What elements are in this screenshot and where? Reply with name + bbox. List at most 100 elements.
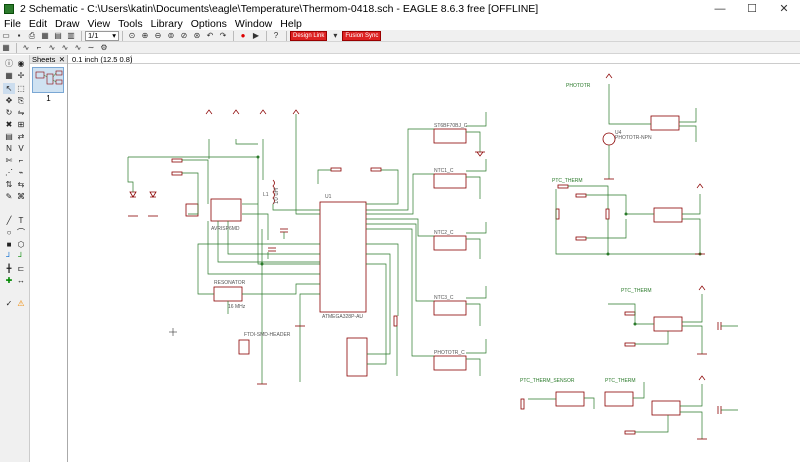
zoom-select-icon[interactable]: ⊚ — [167, 31, 175, 40]
value-icon[interactable]: V — [18, 144, 24, 153]
sheet-thumbnail[interactable] — [32, 67, 64, 93]
menu-draw[interactable]: Draw — [55, 17, 80, 30]
undo-icon[interactable]: ↶ — [206, 31, 214, 40]
close-button[interactable]: ✕ — [779, 3, 789, 15]
erc-icon[interactable]: ✓ — [5, 299, 13, 308]
add-icon[interactable]: ⊞ — [17, 120, 25, 129]
print-icon[interactable]: ⎙ — [28, 30, 36, 40]
menu-file[interactable]: File — [4, 17, 21, 30]
menu-options[interactable]: Options — [190, 17, 227, 30]
select-icon[interactable]: ↖ — [3, 83, 15, 94]
save-icon[interactable]: ▪ — [17, 31, 21, 40]
redraw-icon[interactable]: ⊛ — [193, 31, 201, 40]
zoom-fit-icon[interactable]: ⊙ — [128, 31, 136, 40]
net-wire — [679, 108, 697, 123]
net-wire — [207, 221, 320, 275]
design-link-button[interactable]: Design Link — [290, 30, 328, 41]
redo-icon[interactable]: ↷ — [219, 31, 227, 40]
zoom-out-icon[interactable]: ⊖ — [154, 31, 162, 40]
dimension-icon[interactable]: ↔ — [17, 276, 25, 285]
stop-icon[interactable]: ● — [240, 31, 246, 40]
attribute-icon[interactable]: ✚ — [5, 276, 13, 285]
command-input[interactable] — [132, 55, 800, 64]
menu-tools[interactable]: Tools — [118, 17, 143, 30]
menu-library[interactable]: Library — [150, 17, 183, 30]
schematic-icon[interactable]: ▥ — [67, 31, 75, 40]
maximize-button[interactable]: ☐ — [747, 3, 757, 15]
move-icon[interactable]: ✥ — [5, 96, 13, 105]
group-icon[interactable]: ⬚ — [17, 84, 25, 93]
go-icon[interactable]: ▶ — [252, 31, 260, 40]
menu-view[interactable]: View — [87, 17, 111, 30]
board-icon[interactable]: ▤ — [54, 31, 62, 40]
zoom-last-icon[interactable]: ⊘ — [180, 31, 188, 40]
smash-icon[interactable]: ✄ — [5, 156, 13, 165]
label-icon[interactable]: ⊏ — [17, 264, 25, 273]
copy-icon[interactable]: ⎘ — [17, 95, 25, 105]
resistor-r11 — [520, 398, 525, 410]
conn-phototr-label: PHOTOTR_C — [434, 350, 465, 356]
dropdown-arrow-icon[interactable]: ▾ — [333, 31, 338, 40]
info-icon[interactable]: ⓘ — [5, 59, 13, 68]
rectangle-icon[interactable]: ■ — [6, 240, 12, 249]
net-wire — [242, 213, 269, 240]
layer-icon[interactable]: ▦ — [5, 71, 13, 80]
minimize-button[interactable]: — — [714, 2, 726, 15]
menu-help[interactable]: Help — [280, 17, 302, 30]
net-wire — [466, 238, 481, 259]
polygon-icon[interactable]: ⬡ — [17, 240, 25, 249]
menu-bar: File Edit Draw View Tools Library Option… — [0, 17, 800, 30]
schematic-canvas[interactable]: U1 ATMEGA328P-AU AVRISP6MD RESONATOR 16 … — [68, 64, 800, 462]
change-icon[interactable]: ✎ — [5, 192, 13, 201]
miter-icon[interactable]: ∿ — [61, 43, 69, 52]
text-icon[interactable]: T — [18, 216, 24, 225]
gate-swap-icon[interactable]: ⇅ — [5, 180, 13, 189]
net-icon[interactable]: ┘ — [18, 252, 24, 261]
replace-icon[interactable]: ⇄ — [17, 132, 25, 141]
fusion-sync-button[interactable]: Fusion Sync — [342, 30, 382, 41]
delete-icon[interactable]: ✖ — [5, 120, 13, 129]
resistor-r7 — [575, 236, 587, 241]
warning-icon[interactable]: ⚠ — [17, 299, 25, 308]
miter-tool-icon[interactable]: ⌐ — [18, 156, 24, 165]
wire-icon[interactable]: ╱ — [6, 216, 12, 225]
command-bar: 0.1 inch (12.5 0.8) — [68, 54, 800, 64]
circle-icon[interactable]: ○ — [6, 228, 12, 237]
line-icon[interactable]: ∼ — [87, 43, 95, 52]
paste-icon[interactable]: ▤ — [5, 132, 13, 141]
mark-icon[interactable]: ✢ — [17, 71, 25, 80]
invoke-icon[interactable]: ⌁ — [18, 168, 24, 177]
parameter-toolbar: ▦ ∿ ⌐ ∿ ∿ ∿ ∼ ⚙ — [0, 42, 800, 54]
junction-icon[interactable]: ╋ — [6, 264, 12, 273]
mirror-icon[interactable]: ⇋ — [17, 108, 25, 117]
name-icon[interactable]: N — [6, 144, 12, 153]
sheet-select[interactable]: 1/1▾ — [85, 30, 119, 41]
grid-icon[interactable]: ▦ — [2, 43, 10, 52]
bus-icon[interactable]: ┘ — [6, 252, 12, 261]
sheets-close-icon[interactable]: ✕ — [58, 54, 65, 64]
eye-icon[interactable]: ◉ — [17, 59, 25, 68]
menu-edit[interactable]: Edit — [28, 17, 48, 30]
pin-swap-icon[interactable]: ⇆ — [17, 180, 25, 189]
route-icon[interactable]: ∿ — [48, 43, 56, 52]
arc-tool-icon[interactable]: ⌒ — [17, 228, 25, 237]
wire-style-icon[interactable]: ∿ — [22, 43, 30, 52]
zoom-in-icon[interactable]: ⊕ — [141, 31, 149, 40]
rotate-icon[interactable]: ↻ — [5, 108, 13, 117]
bend-style-icon[interactable]: ⌐ — [36, 43, 42, 52]
split-icon[interactable]: ⋰ — [5, 168, 13, 177]
menu-window[interactable]: Window — [234, 17, 273, 30]
net-wire — [317, 169, 331, 184]
net-wire — [182, 159, 209, 204]
title-bar: 2 Schematic - C:\Users\katin\Documents\e… — [0, 0, 800, 17]
optimize-icon[interactable]: ⌘ — [17, 192, 25, 201]
cam-icon[interactable]: ▦ — [41, 31, 49, 40]
conn-ntc1-label: NTC1_C — [434, 168, 454, 174]
net-wire — [366, 218, 434, 237]
settings-icon[interactable]: ⚙ — [100, 43, 108, 52]
arc-icon[interactable]: ∿ — [74, 43, 82, 52]
net-wire — [295, 114, 320, 215]
open-icon[interactable]: ▭ — [2, 31, 10, 40]
junction-dot — [260, 262, 264, 266]
help-icon[interactable]: ? — [273, 31, 279, 40]
